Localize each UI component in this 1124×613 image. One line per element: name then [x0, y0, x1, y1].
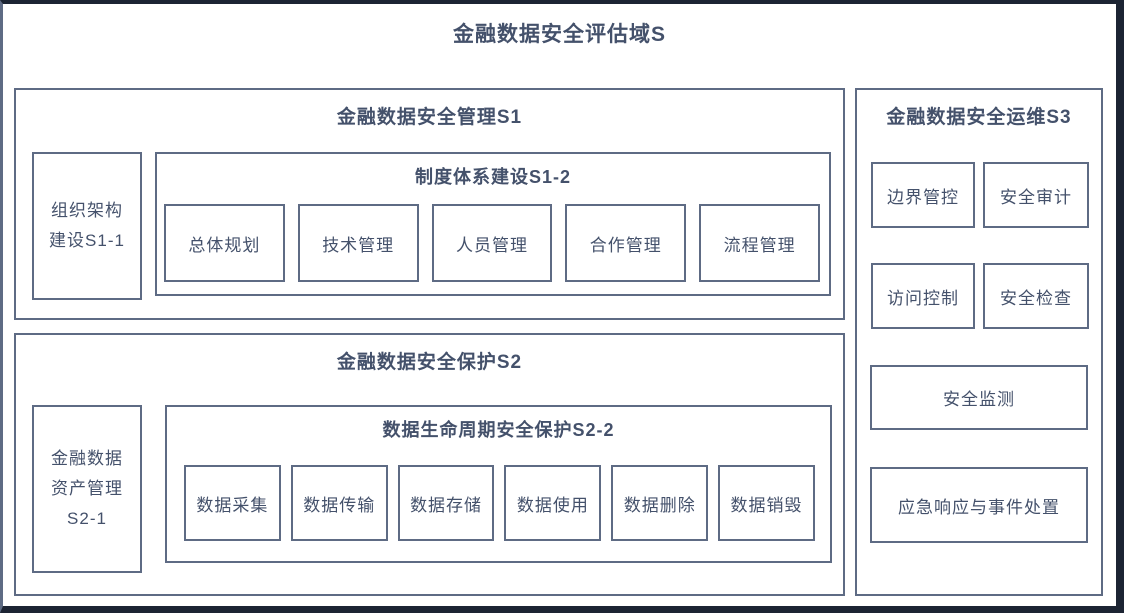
s3-item-access-control: 访问控制	[871, 263, 975, 329]
s3-title: 金融数据安全运维S3	[886, 107, 1072, 128]
s1-2-item-personnel-management: 人员管理	[431, 204, 553, 282]
s2-2-item-data-deletion: 数据删除	[611, 465, 709, 541]
evaluation-domain-box: 金融数据安全评估域S 金融数据安全管理S1 组织架构 建设S1-1 制度体系建设…	[3, 4, 1116, 606]
s1-title: 金融数据安全管理S1	[336, 107, 523, 128]
s1-1-label-line1: 组织架构	[51, 201, 123, 220]
s2-2-item-data-destruction: 数据销毁	[718, 465, 815, 541]
s2-2-items-row: 数据采集 数据传输 数据存储 数据使用 数据删除 数据销毁	[184, 465, 815, 541]
s2-2-data-lifecycle-box: 数据生命周期安全保护S2-2 数据采集 数据传输 数据存储 数据使用 数据删除 …	[165, 405, 832, 563]
s3-item-security-audit: 安全审计	[983, 162, 1089, 228]
s2-1-label-line2: 资产管理	[51, 479, 123, 498]
s3-item-security-monitoring: 安全监测	[870, 365, 1088, 430]
s2-1-label-line1: 金融数据	[51, 449, 123, 468]
s2-protection-box: 金融数据安全保护S2 金融数据 资产管理 S2-1 数据生命周期安全保护S2-2…	[14, 333, 845, 596]
s3-item-boundary-control: 边界管控	[871, 162, 975, 228]
s1-2-institution-system-box: 制度体系建设S1-2 总体规划 技术管理 人员管理 合作管理 流程管理	[155, 152, 831, 296]
s1-1-label-line2: 建设S1-1	[49, 231, 125, 250]
s2-2-item-data-usage: 数据使用	[504, 465, 602, 541]
s2-2-title: 数据生命周期安全保护S2-2	[382, 420, 615, 440]
s1-1-org-structure-box: 组织架构 建设S1-1	[32, 152, 142, 300]
s2-2-item-data-collection: 数据采集	[184, 465, 281, 541]
s2-2-item-data-storage: 数据存储	[397, 465, 495, 541]
domain-title: 金融数据安全评估域S	[452, 23, 666, 46]
s3-item-security-inspection: 安全检查	[983, 263, 1089, 329]
s2-1-label-line3: S2-1	[67, 509, 107, 528]
s2-title: 金融数据安全保护S2	[336, 352, 523, 373]
s1-management-box: 金融数据安全管理S1 组织架构 建设S1-1 制度体系建设S1-2 总体规划 技…	[14, 88, 845, 320]
s1-2-items-row: 总体规划 技术管理 人员管理 合作管理 流程管理	[164, 204, 820, 282]
s2-2-item-data-transmission: 数据传输	[290, 465, 388, 541]
s1-2-item-cooperation-management: 合作管理	[565, 204, 687, 282]
s1-2-item-overall-planning: 总体规划	[164, 204, 285, 282]
s1-2-title: 制度体系建设S1-2	[414, 167, 572, 187]
s1-2-item-technology-management: 技术管理	[297, 204, 419, 282]
s3-item-emergency-response: 应急响应与事件处置	[870, 467, 1088, 543]
s3-operations-box: 金融数据安全运维S3 边界管控 安全审计 访问控制 安全检查 安全监测 应急响应…	[855, 88, 1103, 596]
s1-2-item-process-management: 流程管理	[699, 204, 820, 282]
s2-1-data-asset-management-box: 金融数据 资产管理 S2-1	[32, 405, 142, 573]
